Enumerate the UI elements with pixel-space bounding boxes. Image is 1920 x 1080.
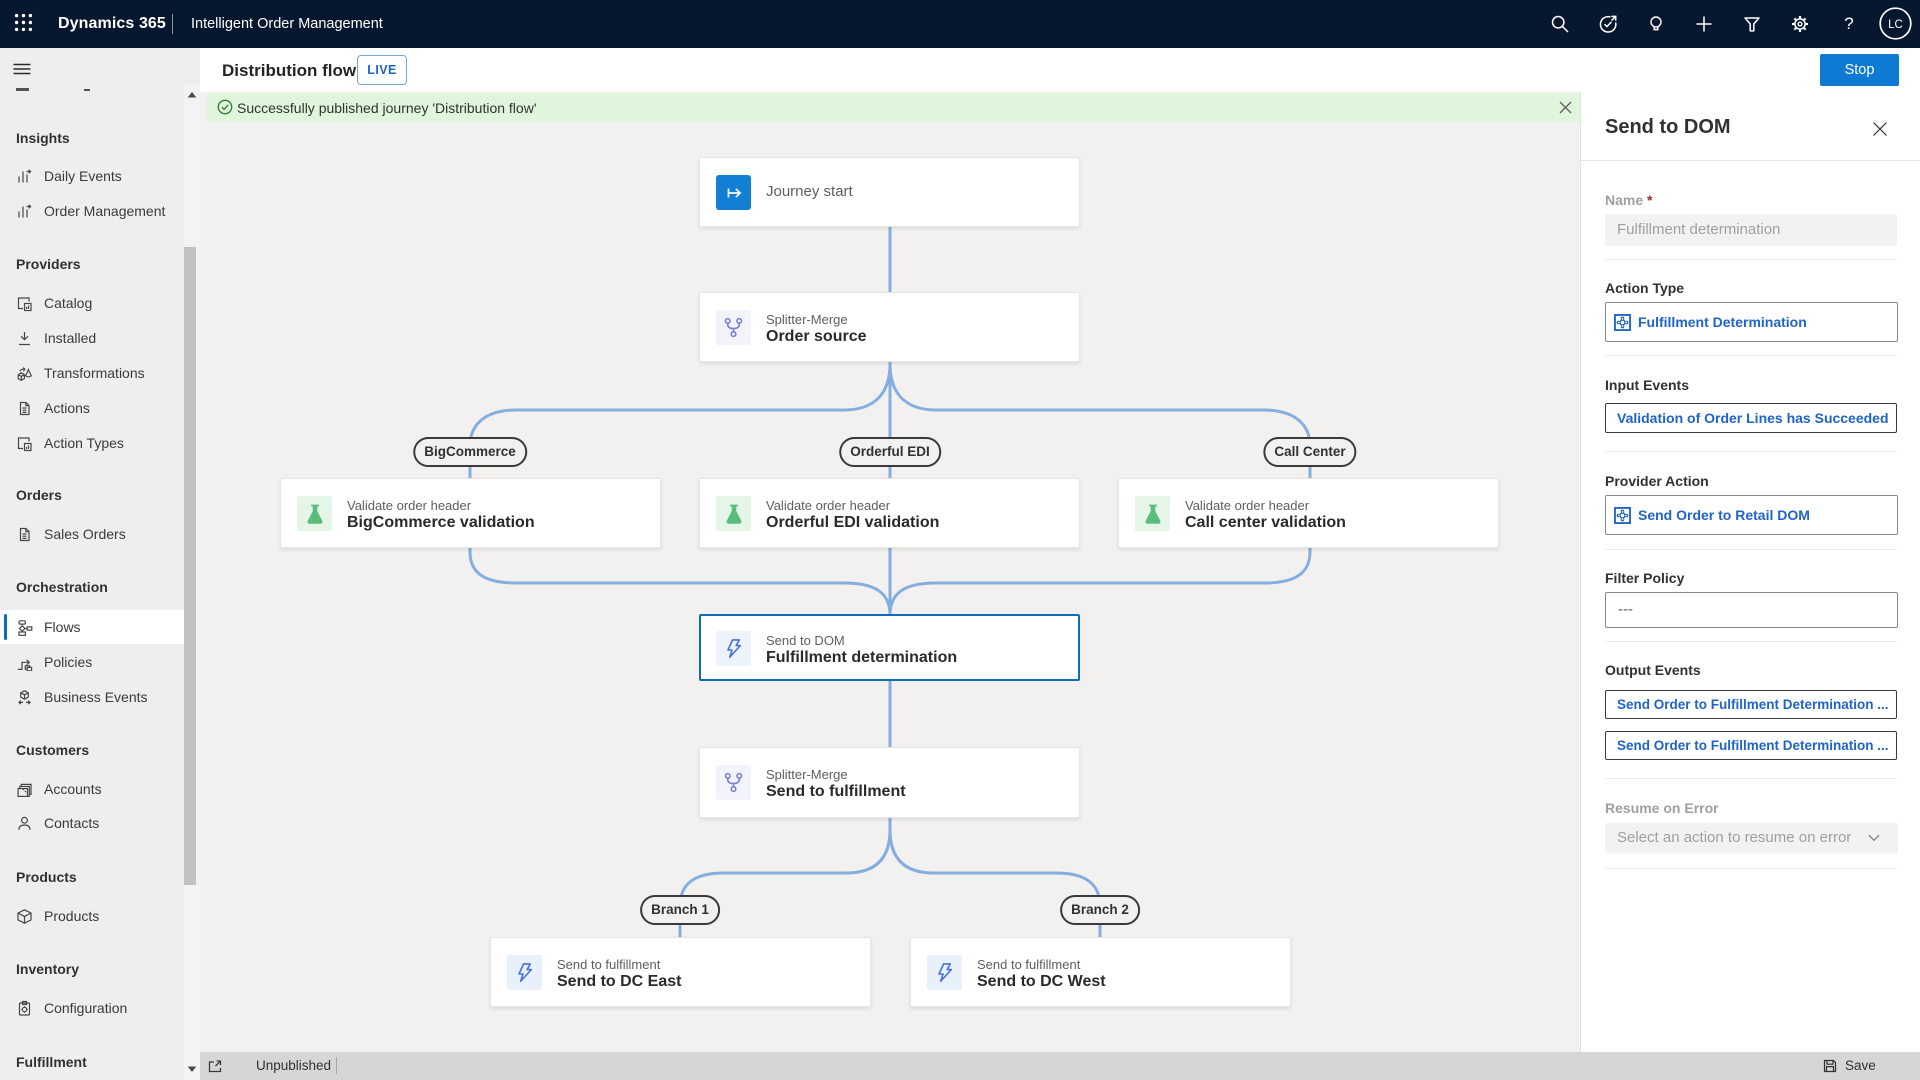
svg-text:LC: LC [1888, 19, 1903, 31]
